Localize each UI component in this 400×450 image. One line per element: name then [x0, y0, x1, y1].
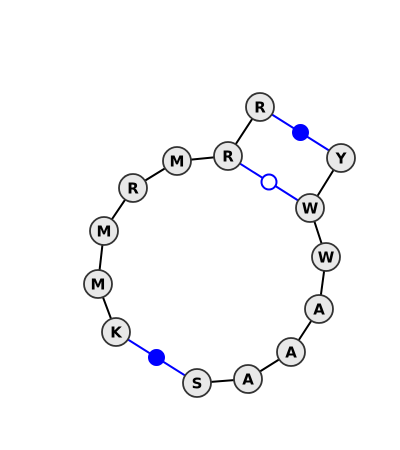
- residue-label: Y: [335, 150, 348, 168]
- residue-node-a1: A: [304, 294, 334, 324]
- residue-circle: [326, 143, 356, 173]
- residue-circle: [83, 269, 113, 299]
- residue-circle: [295, 193, 325, 223]
- residue-label: M: [91, 276, 106, 294]
- residue-node-a2: A: [276, 337, 306, 367]
- residue-label: A: [285, 344, 297, 362]
- residue-node-s: S: [182, 368, 212, 398]
- residue-circle: [213, 141, 243, 171]
- residue-circle: [101, 317, 131, 347]
- residue-label: M: [170, 153, 185, 171]
- residue-label: R: [127, 180, 139, 198]
- residue-node-r1: R: [118, 173, 148, 203]
- residue-circle: [118, 173, 148, 203]
- residue-circle: [304, 294, 334, 324]
- residue-circle: [233, 364, 263, 394]
- residue-circle: [182, 368, 212, 398]
- residue-node-m2: M: [89, 216, 119, 246]
- open-bond-marker: [260, 173, 278, 191]
- residue-circle: [245, 92, 275, 122]
- residue-node-r3: R: [245, 92, 275, 122]
- filled-bond-marker: [292, 124, 309, 141]
- residue-label: K: [110, 324, 123, 342]
- residue-label: M: [97, 223, 112, 241]
- residue-node-w1: W: [295, 193, 325, 223]
- residue-label: A: [313, 301, 325, 319]
- residue-node-w2: W: [311, 242, 341, 272]
- markers-layer: [148, 124, 309, 366]
- residue-label: A: [242, 371, 254, 389]
- nodes-layer: K M M R M R R Y W W A A A S: [83, 92, 356, 398]
- residue-label: W: [318, 249, 335, 267]
- residue-label: R: [254, 99, 266, 117]
- residue-circle: [162, 146, 192, 176]
- residue-node-m1: M: [83, 269, 113, 299]
- residue-node-k: K: [101, 317, 131, 347]
- residue-label: R: [222, 148, 234, 166]
- residue-label: S: [192, 375, 203, 393]
- residue-node-a3: A: [233, 364, 263, 394]
- residue-circle: [89, 216, 119, 246]
- residue-circle: [311, 242, 341, 272]
- residue-node-y: Y: [326, 143, 356, 173]
- residue-circle: [276, 337, 306, 367]
- residue-label: W: [302, 200, 319, 218]
- residue-node-r2: R: [213, 141, 243, 171]
- filled-bond-marker: [148, 349, 165, 366]
- residue-node-m3: M: [162, 146, 192, 176]
